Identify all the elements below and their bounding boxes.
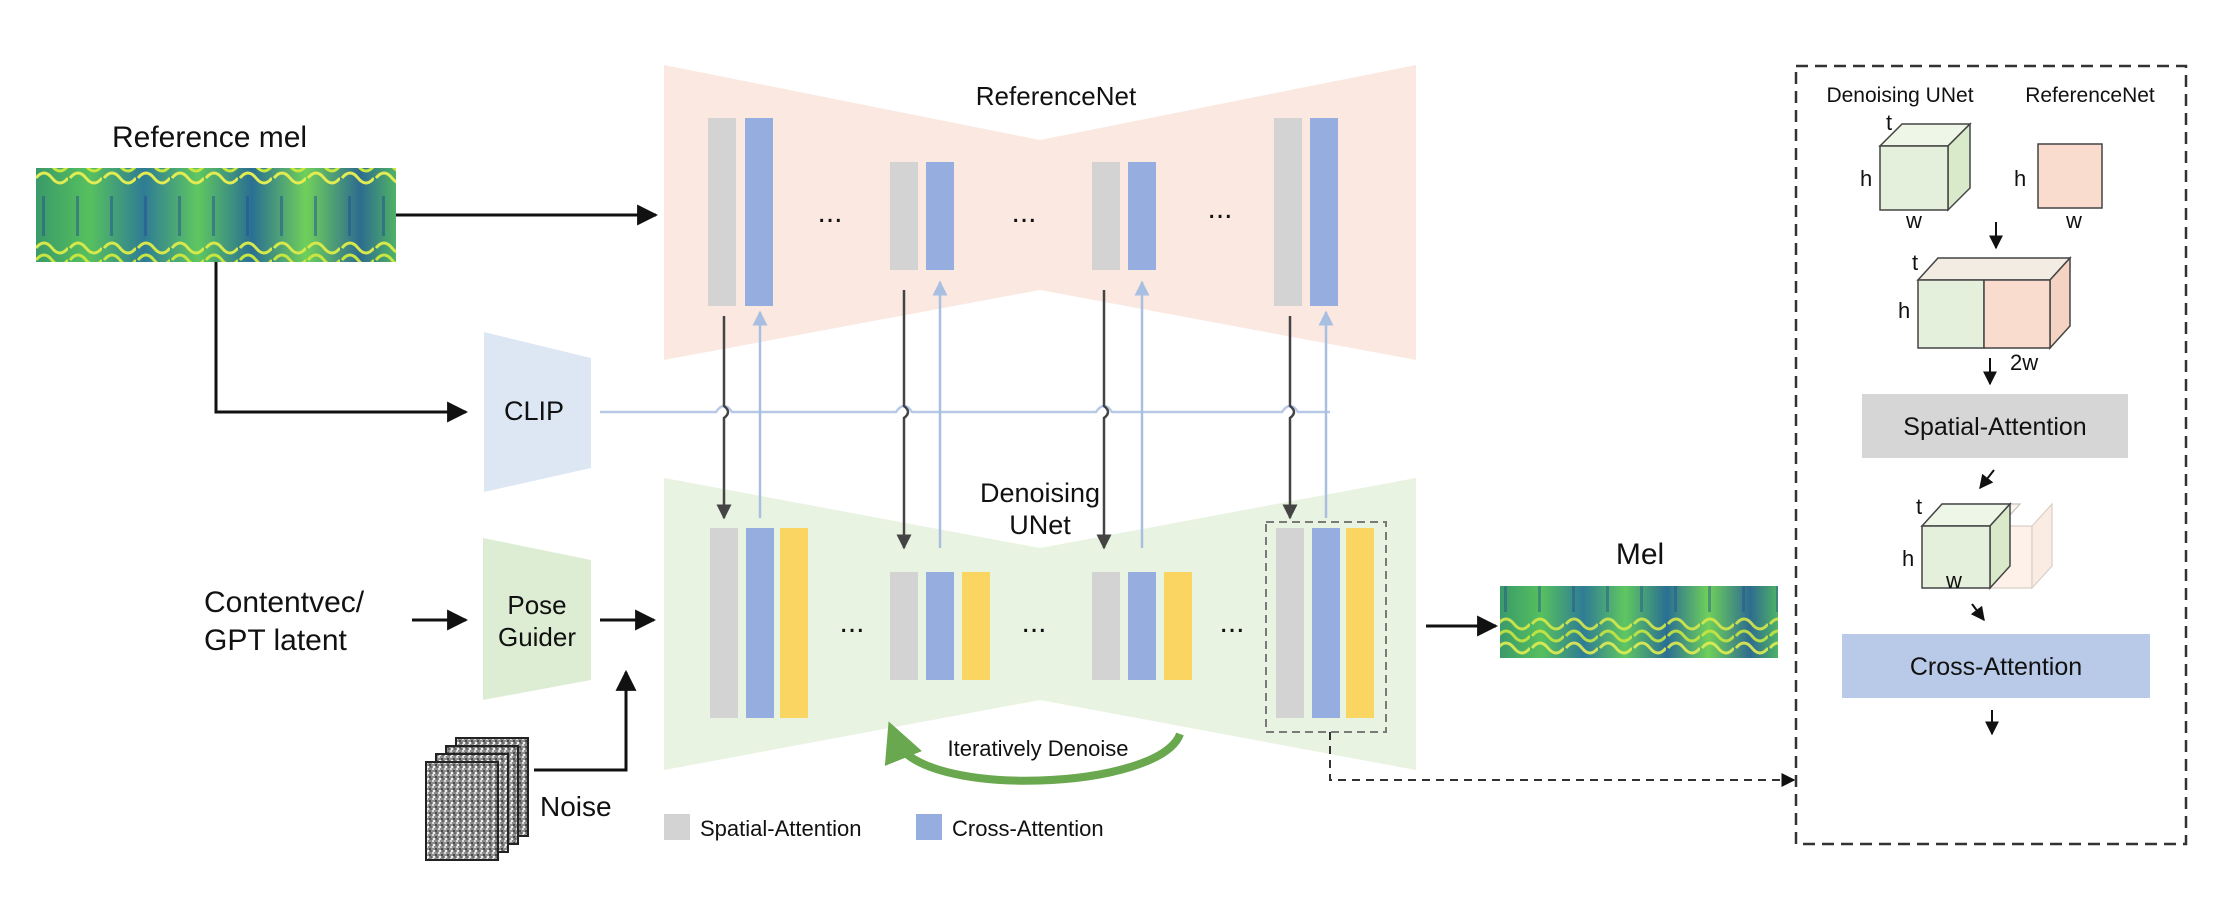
denoising-unet-background bbox=[664, 478, 1416, 770]
detail-highlight-box bbox=[1265, 521, 1387, 733]
referencenet-blocks bbox=[708, 118, 1338, 306]
legend-spatial-swatch bbox=[664, 814, 690, 840]
ellipsis: ... bbox=[1011, 196, 1036, 229]
detail-callout-arrow bbox=[1329, 732, 1796, 787]
referencenet-label: ReferenceNet bbox=[976, 81, 1137, 111]
legend-cross-label: Cross-Attention bbox=[952, 816, 1104, 841]
pose-guider-label-line1: Pose bbox=[507, 590, 566, 620]
detail-dim-2w: 2w bbox=[2010, 350, 2038, 375]
denoising-unet-blocks bbox=[710, 528, 1374, 718]
detail-arrow-4 bbox=[1970, 603, 1985, 622]
ellipsis: ... bbox=[839, 606, 864, 639]
detail-spatial-attention-box bbox=[1862, 394, 2128, 458]
legend-spatial-label: Spatial-Attention bbox=[700, 816, 861, 841]
detail-dim-t: t bbox=[1912, 250, 1918, 275]
iterative-loop-arrow bbox=[884, 721, 1184, 785]
detail-dim-h: h bbox=[2014, 166, 2026, 191]
arrow-mel-to-clip bbox=[214, 262, 469, 423]
detail-denoising-unet-title: Denoising UNet bbox=[1826, 84, 1973, 107]
ellipsis: ... bbox=[1021, 606, 1046, 639]
detail-reference-square bbox=[2037, 143, 2103, 209]
denoising-unet-label-line2: UNet bbox=[1009, 510, 1071, 540]
detail-cross-attention-label: Cross-Attention bbox=[1910, 653, 2082, 681]
detail-dim-w: w bbox=[1905, 208, 1922, 233]
detail-spatial-attention-label: Spatial-Attention bbox=[1903, 413, 2086, 441]
detail-dim-t: t bbox=[1916, 494, 1922, 519]
ellipsis: ... bbox=[817, 196, 842, 229]
detail-referencenet-title: ReferenceNet bbox=[2025, 84, 2155, 107]
detail-denoise-cube bbox=[1878, 122, 1972, 212]
detail-arrow-3 bbox=[1979, 469, 1995, 490]
contentvec-label: Contentvec/ bbox=[204, 586, 365, 619]
iterative-loop-label: Iteratively Denoise bbox=[948, 736, 1129, 761]
reference-mel-spectrogram bbox=[36, 168, 396, 262]
denoise-to-reference-arrows bbox=[752, 280, 1334, 548]
detail-cross-attention-box bbox=[1842, 634, 2150, 698]
output-mel-label: Mel bbox=[1616, 538, 1664, 571]
reference-mel-label: Reference mel bbox=[112, 121, 307, 154]
detail-dim-h: h bbox=[1898, 298, 1910, 323]
detail-dim-h: h bbox=[1902, 546, 1914, 571]
detail-concat-cube bbox=[1916, 256, 2072, 350]
detail-dim-w: w bbox=[1945, 568, 1962, 593]
detail-panel bbox=[1794, 64, 2188, 846]
pose-guider-label-line2: Guider bbox=[498, 622, 576, 652]
clip-encoder-shape bbox=[484, 332, 591, 492]
detail-split-cube bbox=[1920, 502, 2053, 590]
detail-dim-w: w bbox=[2065, 208, 2082, 233]
clip-embedding-line bbox=[600, 404, 1330, 414]
noise-stack bbox=[425, 737, 529, 861]
pose-guider-shape bbox=[483, 538, 591, 700]
legend-cross-swatch bbox=[916, 814, 942, 840]
ellipsis: ... bbox=[1207, 192, 1232, 225]
arrow-noise-to-pose bbox=[534, 669, 637, 772]
detail-dim-t: t bbox=[1886, 110, 1892, 135]
detail-dim-h: h bbox=[1860, 166, 1872, 191]
clip-label: CLIP bbox=[504, 396, 564, 426]
legend: Spatial-Attention Cross-Attention bbox=[664, 814, 1104, 841]
referencenet-background bbox=[664, 65, 1416, 360]
output-mel-spectrogram bbox=[1500, 586, 1778, 658]
noise-label: Noise bbox=[540, 791, 612, 822]
gpt-latent-label: GPT latent bbox=[204, 624, 348, 657]
denoising-unet-label-line1: Denoising bbox=[980, 478, 1100, 508]
reference-to-denoise-arrows bbox=[716, 290, 1298, 550]
ellipsis: ... bbox=[1219, 606, 1244, 639]
